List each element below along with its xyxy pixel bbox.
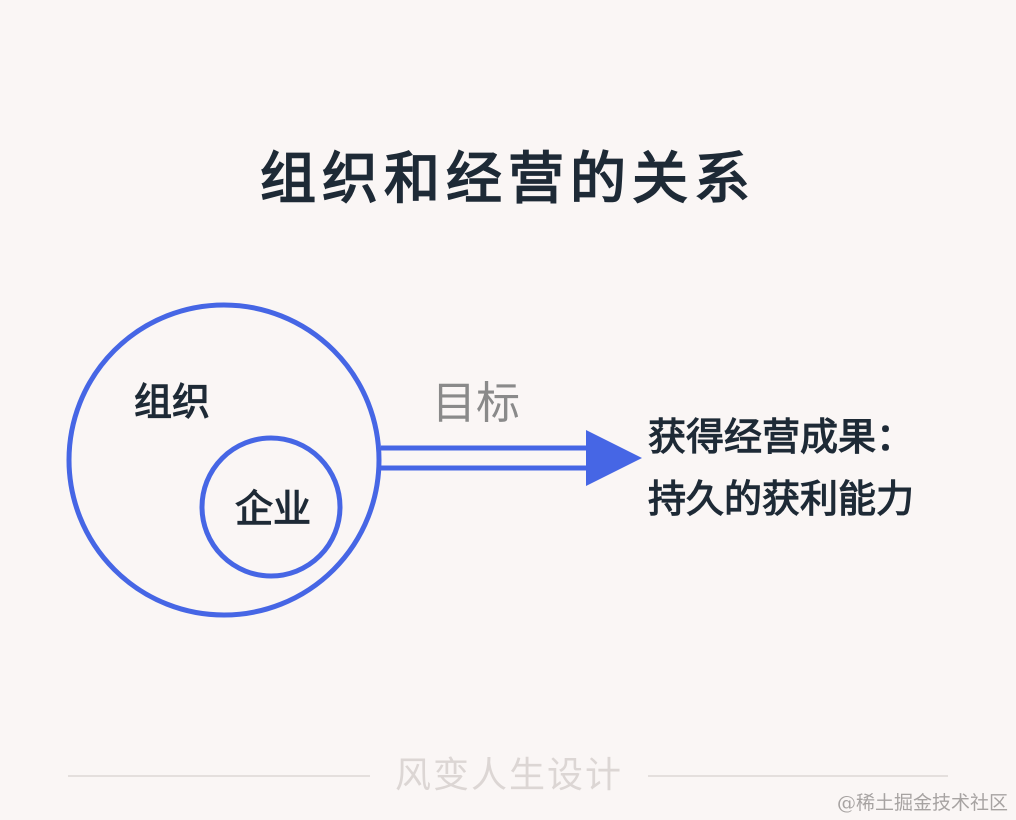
footer-brand: 风变人生设计 <box>394 755 623 796</box>
page-title: 组织和经营的关系 <box>260 147 756 212</box>
footer-divider-left <box>68 775 370 777</box>
footer-divider-right <box>648 775 948 777</box>
outer-circle-organization <box>66 302 382 618</box>
result-line-1: 获得经营成果： <box>648 415 915 459</box>
enterprise-label: 企业 <box>235 487 312 531</box>
watermark: @稀土掘金技术社区 <box>836 792 1008 814</box>
arrow-head <box>586 430 642 486</box>
result-text: 获得经营成果： 持久的获利能力 <box>648 406 914 530</box>
goal-label: 目标 <box>432 378 520 429</box>
inner-circle-enterprise <box>199 435 343 579</box>
organization-label: 组织 <box>134 380 211 424</box>
result-line-2: 持久的获利能力 <box>648 477 915 521</box>
